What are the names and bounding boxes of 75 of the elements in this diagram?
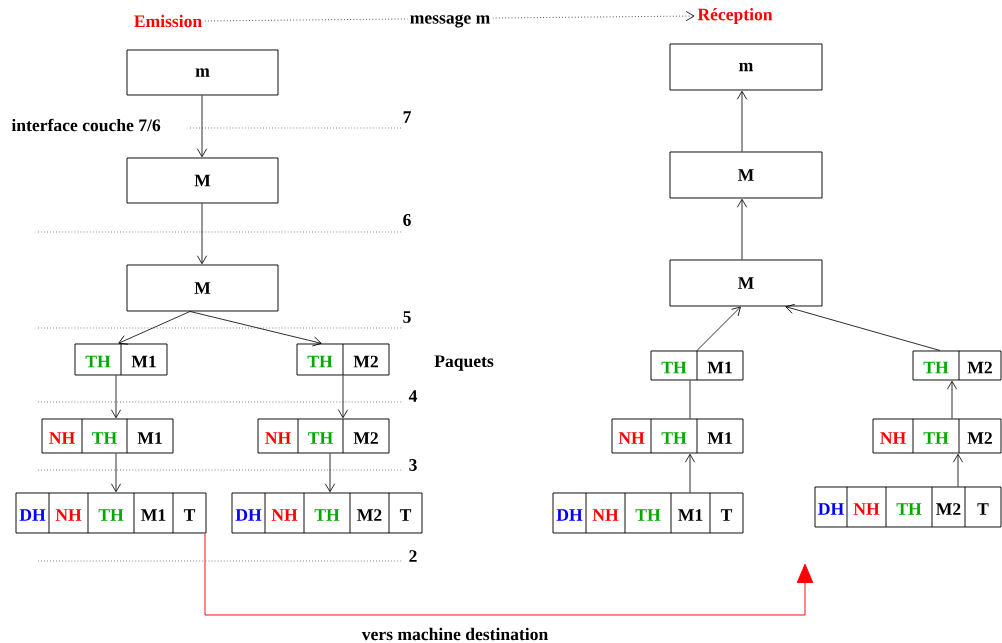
connector-arrow: [946, 380, 958, 419]
note-label: Paquets: [434, 355, 494, 371]
message-box: M: [669, 259, 823, 307]
connector-arrow: [785, 303, 941, 351]
cell-label: TH: [98, 509, 124, 521]
connector-arrow: [324, 453, 336, 493]
cell-label: M2: [353, 432, 378, 444]
cell-label: M1: [707, 432, 732, 444]
note-label: interface couche 7/6: [11, 118, 161, 132]
cell-label: NH: [265, 432, 291, 444]
cell-label: DH: [235, 509, 262, 521]
message-box: m: [126, 49, 279, 96]
cell-label: DH: [19, 509, 46, 521]
connector-arrow: [110, 375, 122, 419]
connector-arrow: [736, 90, 748, 152]
cell-label: TH: [661, 432, 687, 444]
connector-arrow: [696, 306, 741, 351]
cell-label: NH: [55, 509, 82, 521]
message-box: M: [126, 157, 279, 204]
cell-label: NH: [271, 509, 298, 521]
cell-label: NH: [592, 509, 619, 521]
cell-label: T: [720, 509, 733, 521]
cell-label: M2: [967, 432, 992, 444]
edge-label: vers machine destination: [359, 625, 551, 643]
layer-number: 3: [409, 459, 417, 471]
connector-arrow: [337, 375, 349, 419]
edge-label: message m: [407, 12, 493, 30]
connector-arrow: [952, 453, 964, 487]
layer-number: 6: [403, 214, 411, 226]
connector-arrow: [118, 311, 191, 345]
cell-label: T: [977, 503, 989, 515]
connector-arrow: [684, 453, 696, 493]
cell-label: TH: [661, 361, 687, 374]
cell-label: M2: [936, 503, 961, 515]
connector-arrow: [204, 533, 814, 616]
layer-number: 2: [409, 550, 417, 562]
cell-label: T: [183, 509, 196, 521]
cell-label: TH: [896, 503, 922, 515]
cell-label: NH: [49, 432, 75, 444]
cell-label: DH: [556, 509, 583, 521]
connector-arrow: [196, 95, 208, 158]
cell-label: M1: [137, 432, 162, 444]
cell-label: M2: [357, 509, 382, 521]
layer-number: 5: [403, 311, 411, 323]
message-box: m: [669, 43, 823, 91]
cell-label: M1: [678, 509, 703, 521]
cell-label: NH: [853, 503, 880, 515]
layer-number: 4: [408, 390, 418, 402]
cell-label: M1: [707, 361, 732, 374]
message-box: M: [126, 264, 279, 312]
cell-label: DH: [818, 503, 844, 515]
heading: Réception: [697, 8, 773, 24]
layer-number: 7: [403, 111, 411, 123]
cell-label: M2: [967, 361, 992, 374]
message-box: M: [669, 151, 823, 199]
cell-label: TH: [314, 509, 340, 521]
cell-label: TH: [635, 509, 661, 521]
heading: Emission: [134, 14, 202, 28]
cell-label: TH: [923, 432, 949, 444]
cell-label: TH: [307, 355, 333, 368]
connector-arrow: [196, 203, 208, 265]
cell-label: T: [399, 509, 412, 521]
cell-label: TH: [85, 355, 111, 368]
cell-label: TH: [308, 432, 333, 444]
connector-line: [689, 380, 691, 419]
cell-label: NH: [880, 432, 906, 444]
cell-label: M1: [141, 509, 166, 521]
cell-label: NH: [618, 432, 645, 444]
cell-label: M2: [353, 355, 378, 368]
connector-arrow: [736, 198, 748, 260]
cell-label: TH: [923, 361, 949, 374]
connector-arrow: [110, 453, 122, 493]
cell-label: TH: [92, 432, 117, 444]
connector-arrow: [189, 311, 322, 347]
cell-label: M1: [131, 355, 156, 368]
